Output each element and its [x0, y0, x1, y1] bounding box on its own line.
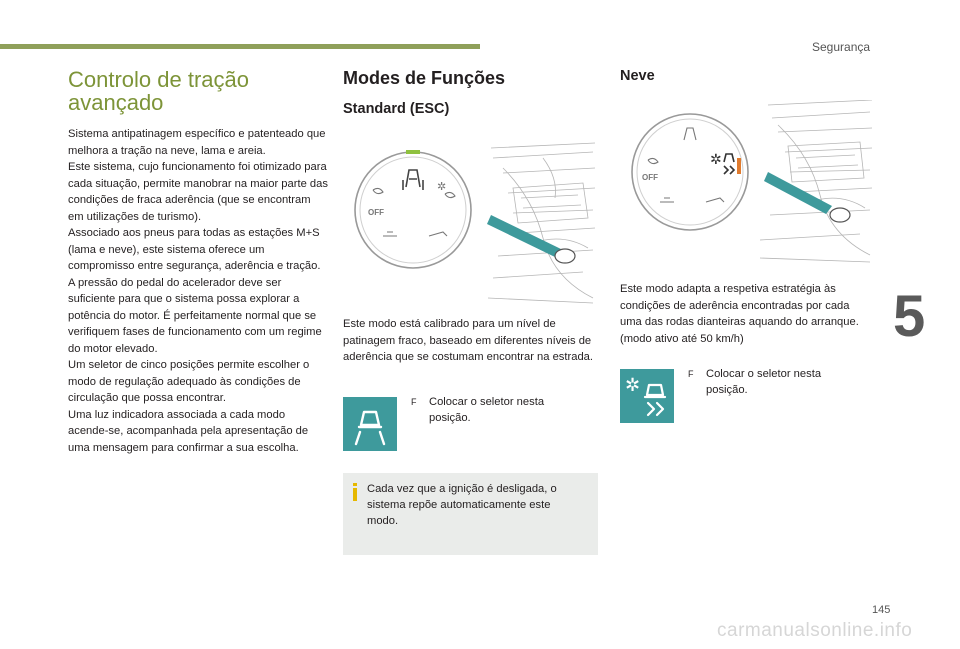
standard-description: Este modo está calibrado para um nível d… — [343, 318, 593, 363]
watermark: carmanualsonline.info — [717, 620, 913, 641]
intro-paragraph: Uma luz indicadora associada a cada modo… — [68, 408, 309, 454]
snow-selector-illustration: ✲ OFF — [631, 100, 873, 263]
snow-heading: Neve — [620, 68, 655, 84]
intro-paragraph: A pressão do pedal do acelerador deve se… — [68, 276, 322, 355]
bullet-marker: F — [688, 369, 694, 379]
intro-text: Sistema antipatinagem específico e paten… — [68, 126, 328, 456]
intro-paragraph: Sistema antipatinagem específico e paten… — [68, 128, 326, 157]
intro-paragraph: Associado aos pneus para todas as estaçõ… — [68, 227, 321, 272]
standard-instruction-text: Colocar o seletor nesta posição. — [429, 396, 545, 424]
snow-description-note: (modo ativo até 50 km/h) — [620, 332, 744, 345]
info-note: Cada vez que a ignição é desligada, o si… — [343, 473, 598, 555]
snow-description-paragraph: Este modo adapta a respetiva estratégia … — [620, 283, 859, 328]
standard-selector-illustration: ✲ OFF — [354, 142, 596, 304]
snow-instruction-text: Colocar o seletor nesta posição. — [706, 368, 822, 396]
snow-instruction: F Colocar o seletor nesta posição. — [688, 366, 858, 406]
info-note-text: Cada vez que a ignição é desligada, o si… — [367, 483, 557, 527]
standard-dial-off-label: OFF — [368, 208, 384, 217]
snow-mode-icon: ✲ — [620, 369, 674, 423]
snow-dial-off-label: OFF — [642, 173, 658, 182]
page-title: Controlo de tração avançado — [68, 68, 318, 114]
modes-heading: Modes de Funções — [343, 68, 506, 88]
standard-instruction: F Colocar o seletor nesta posição. — [411, 394, 581, 434]
chapter-number: 5 — [893, 284, 926, 349]
standard-heading: Standard (ESC) — [343, 101, 450, 117]
header-accent-bar — [0, 44, 480, 49]
section-label: Segurança — [812, 40, 871, 54]
svg-text:✲: ✲ — [710, 152, 722, 168]
page-title-line-1: Controlo de tração — [68, 67, 249, 92]
intro-paragraph: Este sistema, cujo funcionamento foi oti… — [68, 161, 328, 223]
info-icon — [353, 483, 357, 501]
snow-description: Este modo adapta a respetiva estratégia … — [620, 281, 860, 347]
intro-paragraph: Um seletor de cinco posições permite esc… — [68, 359, 310, 404]
page-number: 145 — [872, 604, 891, 616]
bullet-marker: F — [411, 397, 417, 407]
svg-text:✲: ✲ — [437, 180, 446, 193]
page-title-line-2: avançado — [68, 90, 164, 115]
svg-text:✲: ✲ — [625, 375, 640, 396]
standard-mode-icon — [343, 397, 397, 451]
